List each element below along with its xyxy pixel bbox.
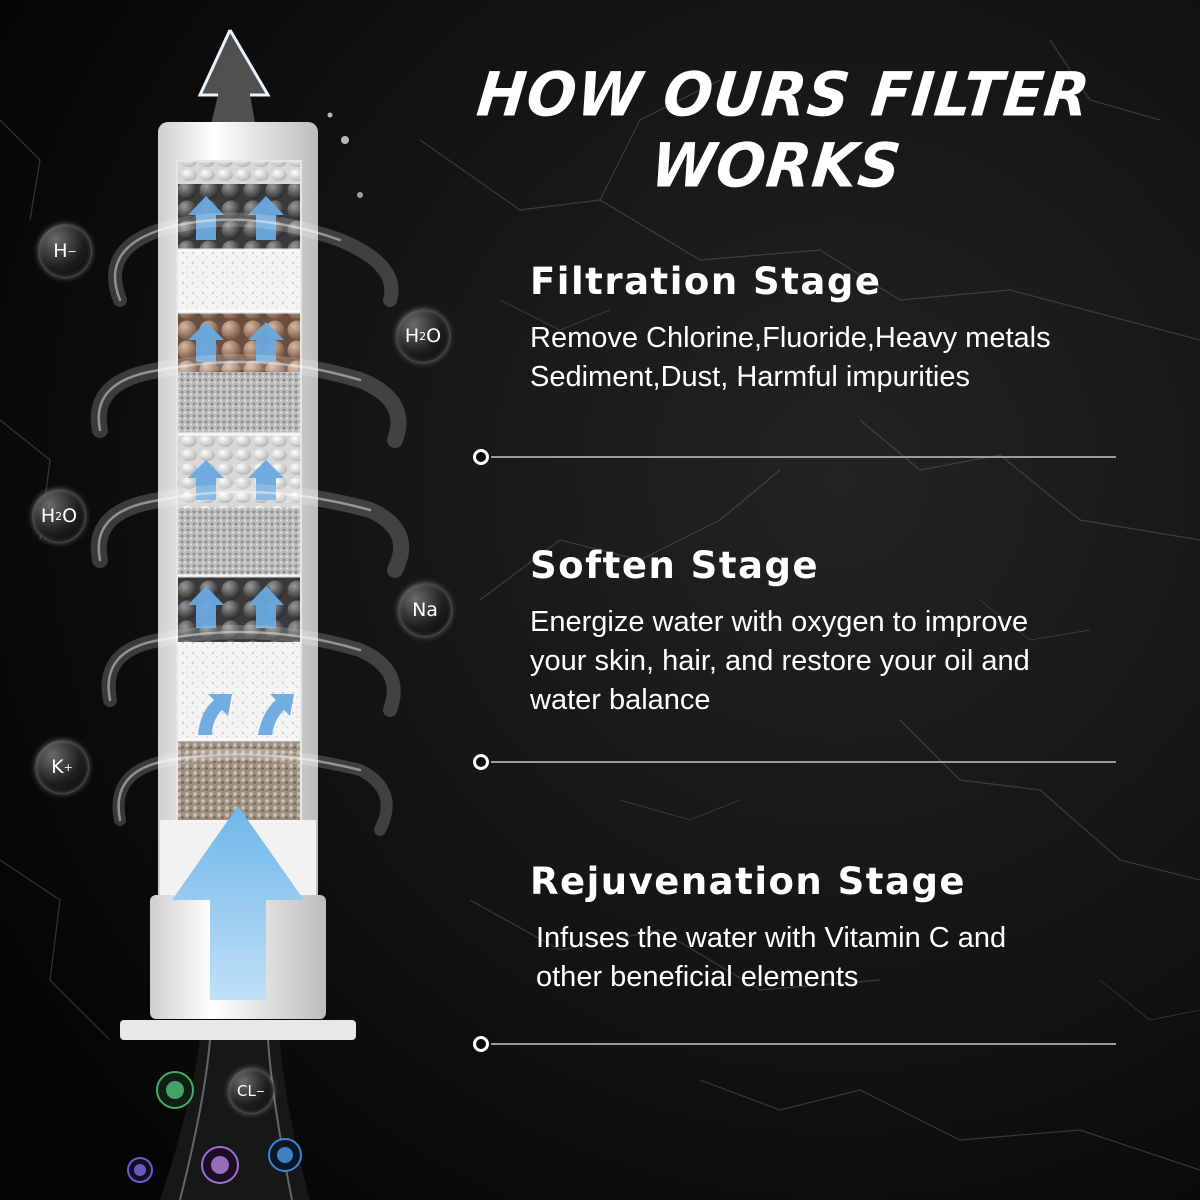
stage-title: Rejuvenation Stage [530, 860, 967, 903]
impurity-particles [127, 1071, 302, 1184]
stage-divider [473, 754, 1118, 770]
hydride-ion-bubble: H− [38, 224, 92, 278]
stage-divider [473, 1036, 1118, 1052]
rejuvenation-stage: Rejuvenation Stage Infuses the water wit… [530, 860, 1180, 997]
stage-divider [473, 449, 1118, 465]
soften-stage: Soften Stage Energize water with oxygen … [530, 544, 1180, 720]
flow-arrows-small [188, 196, 294, 735]
filter-cartridge-illustration [90, 29, 410, 1200]
water-out-splash [162, 29, 363, 198]
stage-title: Filtration Stage [530, 260, 882, 303]
stage-title: Soften Stage [530, 544, 820, 587]
sodium-ion-bubble: Na [398, 583, 452, 637]
filtration-stage: Filtration Stage Remove Chlorine,Fluorid… [530, 260, 1180, 397]
cartridge-flange [120, 1020, 356, 1040]
chloride-ion-bubble: CL− [228, 1068, 274, 1114]
water-swirl [90, 212, 410, 836]
main-flow-arrow [172, 806, 304, 1000]
headline: HOW OURS FILTER WORKS [473, 58, 1094, 202]
potassium-ion-bubble: K+ [35, 740, 89, 794]
